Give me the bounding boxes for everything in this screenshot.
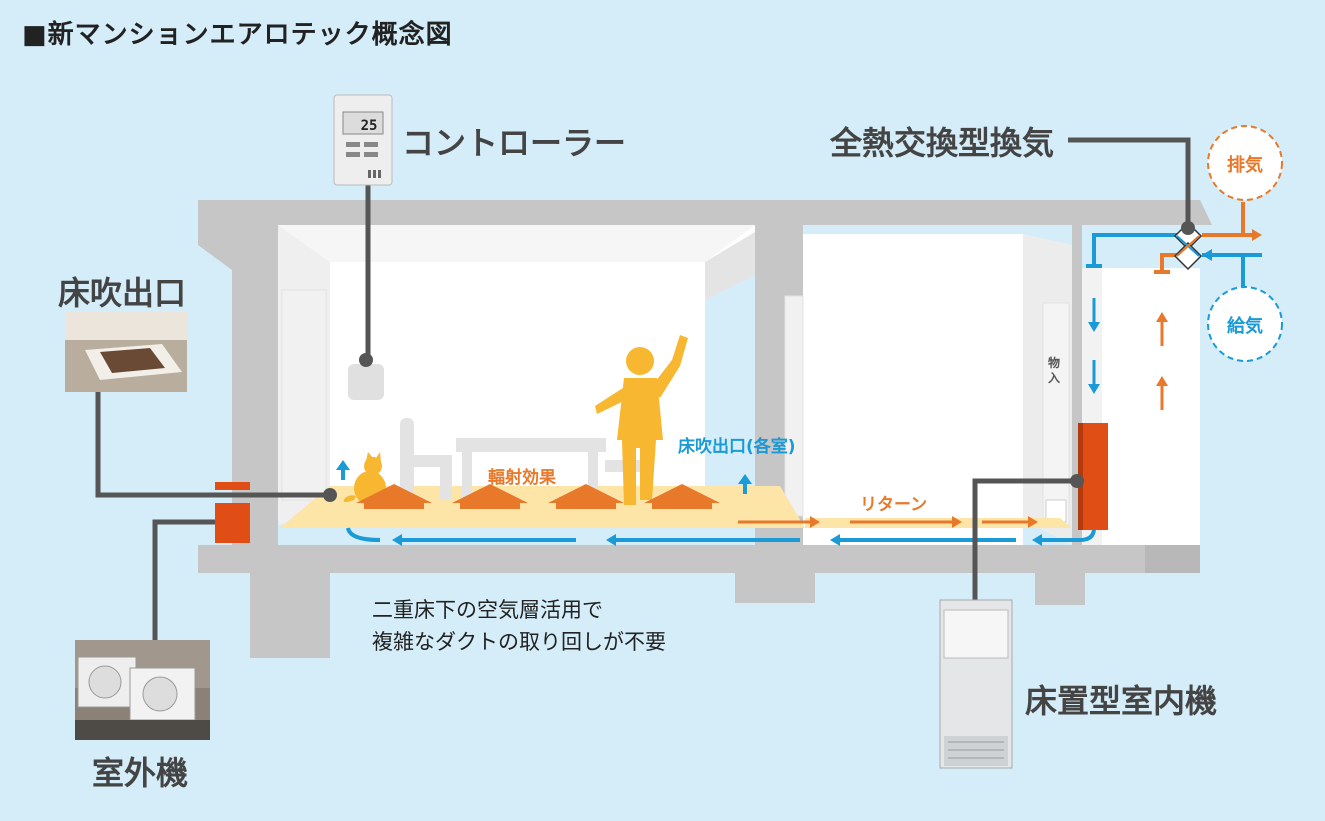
outdoor-unit-label: 室外機 — [92, 754, 189, 792]
underfloor-note: 二重床下の空気層活用で 複雑なダクトの取り回しが不要 — [372, 594, 666, 658]
erv-label: 全熱交換型換気 — [830, 124, 1055, 162]
indoor-unit-duct — [1078, 423, 1108, 530]
person-silhouette — [595, 335, 688, 505]
storage-label: 物入 — [1047, 356, 1060, 385]
furniture — [400, 418, 649, 502]
floor-outlet-photo — [65, 312, 187, 392]
floor-outlet-up-arrows — [336, 460, 752, 494]
indoor-unit-device — [939, 599, 1013, 769]
outdoor-unit-photo — [75, 640, 210, 740]
radiant-heat-arrows — [356, 484, 720, 509]
return-label: リターン — [860, 495, 928, 515]
exhaust-label: 排気 — [1227, 155, 1263, 176]
return-arrows — [738, 516, 1038, 528]
underfloor-note-line2: 複雑なダクトの取り回しが不要 — [372, 630, 666, 654]
controller-device — [333, 94, 393, 186]
indoor-unit-label: 床置型室内機 — [1025, 682, 1218, 720]
shaft-arrows — [1088, 298, 1168, 410]
controller-display-digits: 25 — [361, 118, 378, 134]
floor-outlet-label: 床吹出口 — [58, 274, 187, 312]
supply-bubble — [1207, 286, 1283, 362]
exhaust-bubble — [1207, 125, 1283, 201]
underfloor-airflow — [346, 527, 1096, 542]
controller-label: コントローラー — [402, 124, 627, 162]
page-title: ■新マンションエアロテック概念図 — [22, 20, 453, 50]
building-structure — [198, 200, 1212, 658]
radiant-label: 輻射効果 — [488, 468, 556, 488]
supply-label: 給気 — [1227, 316, 1263, 337]
outdoor-connector — [215, 482, 250, 543]
underfloor-note-line1: 二重床下の空気層活用で — [372, 598, 603, 622]
floor-outlet-each-label: 床吹出口(各室) — [678, 437, 796, 457]
